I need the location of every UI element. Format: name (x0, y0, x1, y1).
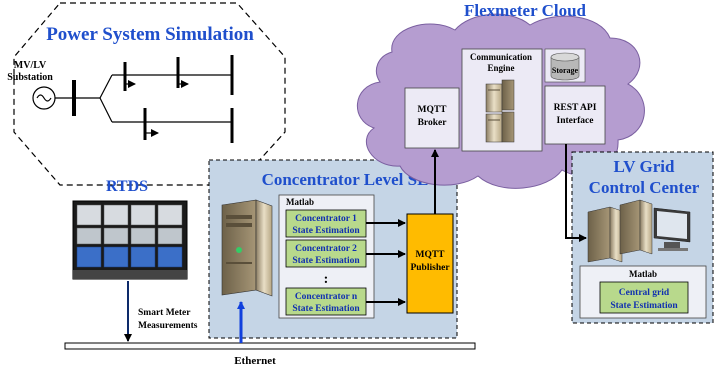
communication-engine-box: Communication Engine (461, 48, 543, 152)
rest-api-label-1: REST API (554, 103, 597, 113)
concentrator-1-box: Concentrator 1 State Estimation (285, 209, 367, 238)
concentrator-1-task: State Estimation (292, 226, 360, 236)
concentrator-matlab-label: Matlab (286, 197, 314, 207)
concentrator-title: Concentrator Level SE (262, 170, 429, 189)
mqtt-broker-label-1: MQTT (417, 105, 447, 115)
lv-grid-title-2: Control Center (589, 178, 700, 197)
concentrator-n-name: Concentrator n (295, 292, 358, 302)
mqtt-broker-label-2: Broker (418, 118, 448, 128)
server-rack-icon (485, 79, 515, 143)
storage-label: Storage (552, 66, 579, 75)
ethernet-bus (64, 342, 476, 350)
lv-grid-panel: LV Grid Control Center Matlab Central gr… (571, 151, 714, 324)
single-line-diagram (32, 55, 234, 143)
substation-label-2: Substation (7, 72, 53, 83)
central-se-box: Central grid State Estimation (599, 281, 689, 314)
power-system-title: Power System Simulation (46, 24, 254, 45)
rtds-label: RTDS (106, 178, 148, 195)
cloud-title: Flexmeter Cloud (464, 1, 587, 20)
concentrator-server-icon (221, 199, 273, 297)
rest-api-label-2: Interface (557, 116, 594, 126)
lv-grid-title-1: LV Grid (614, 157, 675, 176)
workstation-icon (587, 199, 691, 263)
concentrator-2-box: Concentrator 2 State Estimation (285, 239, 367, 268)
mqtt-publisher-box: MQTT Publisher (406, 213, 454, 314)
mqtt-publisher-label-1: MQTT (415, 250, 445, 260)
concentrator-1-name: Concentrator 1 (295, 214, 357, 224)
smart-meter-label-2: Measurements (138, 321, 198, 331)
concentrator-arrows (366, 219, 406, 306)
power-system-panel: Power System Simulation MV/LV Substation (7, 2, 286, 186)
concentrator-2-name: Concentrator 2 (295, 244, 357, 254)
substation-label-1: MV/LV (14, 60, 47, 71)
concentrator-ellipsis: : (324, 272, 329, 287)
smart-meter-label-1: Smart Meter (138, 308, 191, 318)
comm-engine-label-1: Communication (470, 52, 532, 62)
central-se-label-1: Central grid (619, 288, 670, 298)
rtds-cabinet (72, 200, 188, 280)
flexmeter-cloud: Flexmeter Cloud MQTT Broker Communicatio… (357, 1, 645, 189)
mqtt-broker-box: MQTT Broker (404, 87, 460, 149)
storage-icon: Storage (544, 48, 586, 83)
lv-matlab-label: Matlab (629, 269, 657, 279)
concentrator-n-task: State Estimation (292, 304, 360, 314)
concentrator-n-box: Concentrator n State Estimation (285, 287, 367, 316)
central-se-label-2: State Estimation (610, 301, 678, 311)
mqtt-publisher-label-2: Publisher (410, 263, 450, 273)
concentrator-panel: Concentrator Level SE Matlab Concentrato… (208, 159, 458, 339)
ethernet-label: Ethernet (234, 355, 276, 367)
rest-to-lvgrid-arrow (565, 144, 587, 242)
concentrator-2-task: State Estimation (292, 256, 360, 266)
rest-api-box: REST API Interface (544, 85, 606, 145)
comm-engine-label-2: Engine (487, 63, 514, 73)
